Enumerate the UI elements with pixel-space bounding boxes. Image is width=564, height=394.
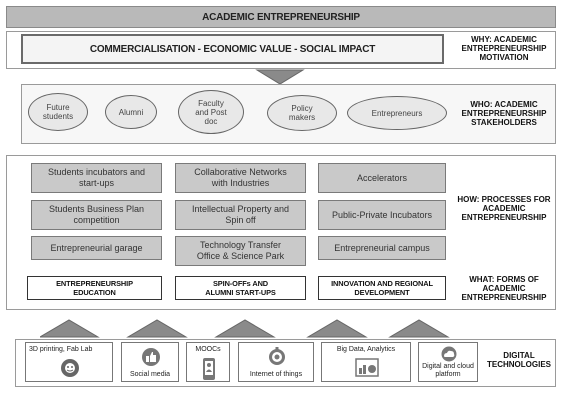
how-label-line: ENTREPRENEURSHIP	[461, 213, 547, 222]
up-arrow-icon	[388, 319, 450, 338]
process-line: with Industries	[211, 178, 270, 188]
ellipse-line: Alumni	[118, 107, 144, 117]
process-line: Accelerators	[356, 172, 408, 183]
why-label-line: ENTREPRENEURSHIP	[461, 44, 547, 53]
how-label-line: ACADEMIC	[482, 204, 526, 213]
ellipse-line: Faculty	[198, 98, 224, 108]
form-line: ENTREPRENEURSHIP	[56, 279, 133, 288]
process-line: competition	[73, 215, 120, 225]
tech-label: MOOCs	[195, 346, 221, 353]
ellipse-line: Future	[46, 103, 70, 112]
why-label-line: MOTIVATION	[479, 53, 529, 62]
what-label-line: ENTREPRENEURSHIP	[461, 293, 547, 302]
stakeholder-alumni: Alumni	[105, 95, 157, 129]
phone-user-icon	[203, 358, 215, 380]
ellipse-line: students	[42, 112, 74, 121]
digital-label-line: TECHNOLOGIES	[486, 360, 551, 369]
tech-moocs: MOOCs	[186, 342, 230, 382]
who-label-line: ENTREPRENEURSHIP	[461, 109, 547, 118]
tech-label: 3D printing, Fab Lab	[29, 346, 93, 353]
form-line: DEVELOPMENT	[354, 288, 410, 297]
process-line: Spin off	[225, 215, 256, 225]
cloud-icon	[441, 346, 457, 362]
process-box: Public-Private Incubators	[318, 200, 446, 230]
digital-label: DIGITAL TECHNOLOGIES	[482, 351, 556, 369]
tech-3d-printing: 3D printing, Fab Lab	[25, 342, 113, 382]
tech-label: Digital and cloud platform	[422, 363, 474, 378]
tech-big-data: Big Data, Analytics	[321, 342, 411, 382]
ellipse-line: makers	[288, 113, 316, 122]
form-line: ALUMNI START-UPS	[205, 288, 276, 297]
motivation-box: COMMERCIALISATION - ECONOMIC VALUE - SOC…	[21, 34, 444, 64]
ellipse-line: doc	[204, 116, 218, 126]
tech-label: Internet of things	[249, 371, 303, 378]
who-label-line: STAKEHOLDERS	[471, 118, 537, 127]
stakeholder-entrepreneurs: Entrepreneurs	[347, 96, 447, 130]
process-line: Intellectual Property and	[191, 204, 290, 214]
up-arrow-icon	[126, 319, 188, 338]
up-arrow-icon	[214, 319, 276, 338]
up-arrows	[40, 319, 450, 338]
who-label: WHO: ACADEMIC ENTREPRENEURSHIP STAKEHOLD…	[452, 100, 556, 127]
process-line: Entrepreneurial garage	[50, 242, 143, 253]
process-box: Entrepreneurial garage	[31, 236, 162, 260]
up-arrow-icon	[40, 319, 100, 338]
thumbs-up-icon	[142, 348, 160, 366]
ellipse-line: Policy	[291, 104, 313, 113]
process-line: Office & Science Park	[196, 251, 285, 261]
tech-cloud: Digital and cloud platform	[418, 342, 478, 382]
what-label-line: ACADEMIC	[482, 284, 526, 293]
what-label-line: WHAT: FORMS OF	[469, 275, 539, 284]
why-label: WHY: ACADEMIC ENTREPRENEURSHIP MOTIVATIO…	[452, 35, 556, 62]
process-line: Public-Private Incubators	[331, 209, 433, 220]
up-arrow-icon	[306, 319, 368, 338]
who-label-line: WHO: ACADEMIC	[470, 100, 538, 109]
diagram-title: ACADEMIC ENTREPRENEURSHIP	[6, 6, 556, 28]
how-label: HOW: PROCESSES FOR ACADEMIC ENTREPRENEUR…	[452, 195, 556, 222]
tech-label: Social media	[129, 371, 171, 378]
analytics-chart-icon	[355, 358, 379, 377]
process-line: Students Business Plan	[48, 204, 145, 214]
form-line: SPIN-OFFs AND	[212, 279, 269, 288]
why-label-line: WHY: ACADEMIC	[471, 35, 537, 44]
ellipse-line: and Post	[195, 107, 227, 117]
down-arrow-icon	[255, 69, 305, 85]
form-line: EDUCATION	[73, 288, 116, 297]
process-box: Entrepreneurial campus	[318, 236, 446, 260]
ellipse-line: Entrepreneurs	[371, 108, 423, 118]
tech-social-media: Social media	[121, 342, 179, 382]
tech-label: Big Data, Analytics	[336, 346, 396, 353]
what-label: WHAT: FORMS OF ACADEMIC ENTREPRENEURSHIP	[452, 275, 556, 302]
how-label-line: HOW: PROCESSES FOR	[457, 195, 551, 204]
process-line: Students incubators and	[47, 167, 146, 177]
process-line: Technology Transfer	[199, 240, 282, 250]
process-box: Accelerators	[318, 163, 446, 193]
process-line: Entrepreneurial campus	[334, 242, 430, 253]
digital-label-line: DIGITAL	[503, 351, 535, 360]
process-line: Collaborative Networks	[194, 167, 287, 177]
form-line: INNOVATION AND REGIONAL	[331, 279, 433, 288]
iot-signal-icon	[269, 347, 285, 365]
process-line: start-ups	[78, 178, 114, 188]
tech-iot: Internet of things	[238, 342, 314, 382]
printer-face-icon	[61, 359, 79, 377]
